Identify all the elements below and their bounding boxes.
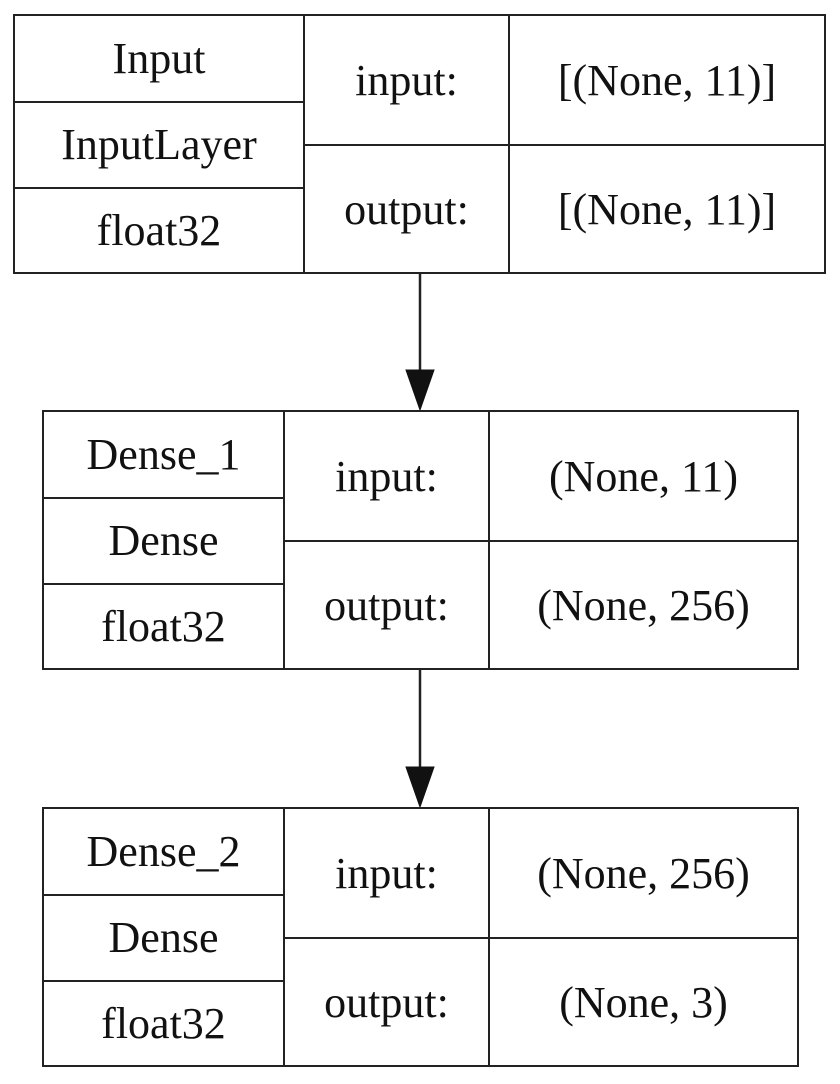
arrowhead-icon <box>405 369 435 412</box>
layer-node-dense-2: Dense_2 Dense float32 input: output: (No… <box>42 807 799 1067</box>
io-label-column: input: output: <box>285 809 490 1065</box>
edge-arrow-input-to-dense-1 <box>405 274 435 412</box>
io-label-column: input: output: <box>285 412 490 668</box>
input-shape: (None, 256) <box>537 848 750 898</box>
input-label: input: <box>335 848 438 898</box>
layer-info-column: Input InputLayer float32 <box>15 16 305 272</box>
input-label: input: <box>355 55 458 105</box>
layer-class: Dense <box>44 894 283 979</box>
output-shape: [(None, 11)] <box>510 144 824 272</box>
shape-column: (None, 11) (None, 256) <box>490 412 797 668</box>
output-shape: (None, 3) <box>490 937 797 1065</box>
edge-arrow-dense-1-to-dense-2 <box>405 670 435 809</box>
layer-dtype: float32 <box>44 979 283 1065</box>
shape-column: [(None, 11)] [(None, 11)] <box>510 16 824 272</box>
layer-class: Dense <box>44 497 283 582</box>
layer-info-column: Dense_2 Dense float32 <box>44 809 285 1065</box>
input-shape: (None, 11) <box>549 451 738 501</box>
output-label: output: <box>285 540 488 668</box>
output-label: output: <box>285 937 488 1065</box>
layer-name: Dense_1 <box>86 430 241 480</box>
output-label: output: <box>305 144 508 272</box>
arrowhead-icon <box>405 766 435 809</box>
input-shape: [(None, 11)] <box>557 55 777 105</box>
layer-node-dense-1: Dense_1 Dense float32 input: output: (No… <box>42 410 799 670</box>
layer-dtype: float32 <box>44 582 283 668</box>
io-label-column: input: output: <box>305 16 510 272</box>
output-shape: (None, 256) <box>490 540 797 668</box>
layer-name: Dense_2 <box>86 827 241 877</box>
input-label: input: <box>335 451 438 501</box>
layer-name: Input <box>112 34 206 84</box>
layer-dtype: float32 <box>15 186 303 272</box>
layer-info-column: Dense_1 Dense float32 <box>44 412 285 668</box>
layer-class: InputLayer <box>15 101 303 186</box>
layer-node-input: Input InputLayer float32 input: output: … <box>13 14 826 274</box>
shape-column: (None, 256) (None, 3) <box>490 809 797 1065</box>
